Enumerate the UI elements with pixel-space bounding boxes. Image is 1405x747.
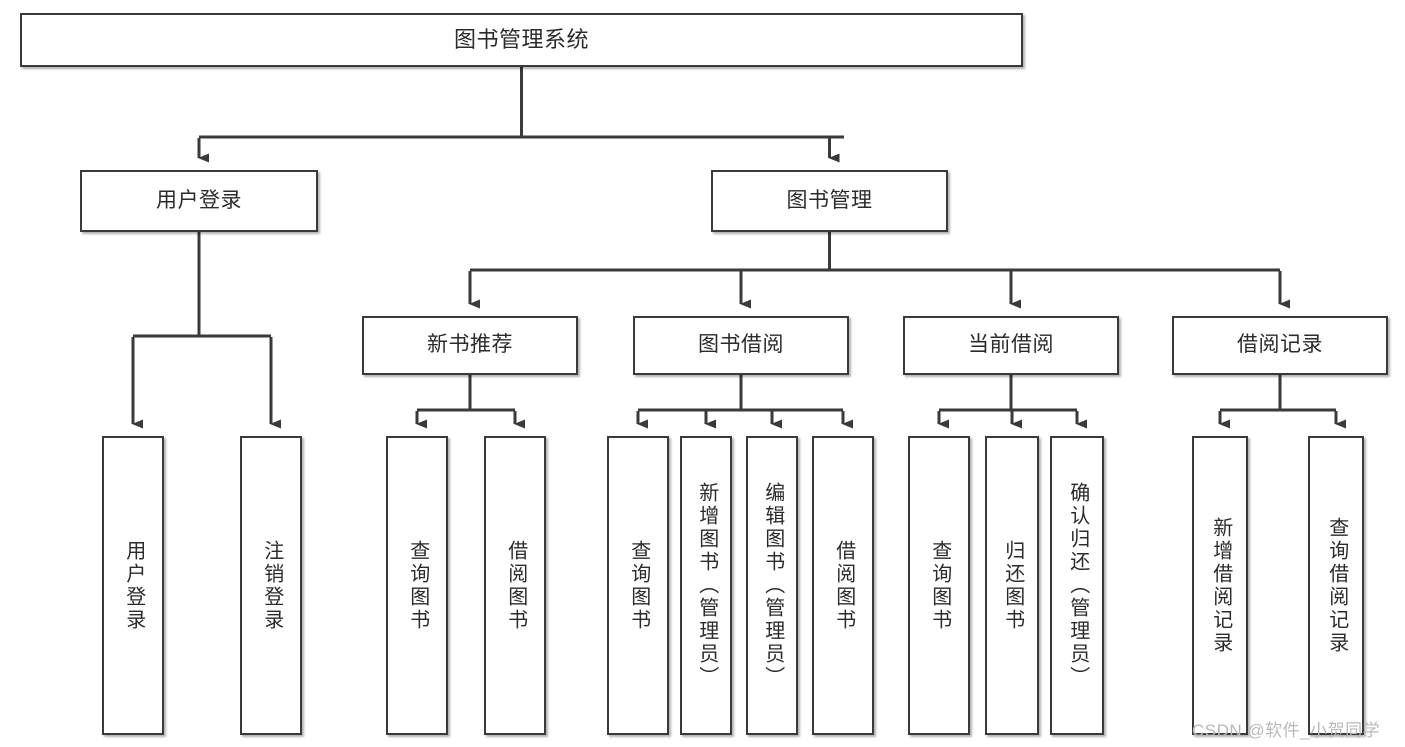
- node-label: 图书管理: [786, 188, 873, 212]
- node-leaf-query-book-borrow[interactable]: 查询图书: [607, 436, 669, 735]
- node-borrow-record[interactable]: 借阅记录: [1172, 316, 1388, 375]
- node-label: 编辑图书（管理员）: [761, 482, 784, 689]
- node-label: 归还图书: [1001, 539, 1024, 632]
- node-label: 图书借阅: [698, 333, 784, 357]
- node-user-login[interactable]: 用户登录: [80, 170, 318, 232]
- edge-currentborrow-to-leaves: [937, 375, 1087, 429]
- node-label: 确认归还（管理员）: [1066, 482, 1089, 689]
- node-leaf-query-book-current[interactable]: 查询图书: [908, 436, 970, 735]
- node-label: 借阅图书: [832, 539, 855, 632]
- node-leaf-user-login[interactable]: 用户登录: [102, 436, 164, 735]
- node-leaf-query-book-recommend[interactable]: 查询图书: [386, 436, 448, 735]
- edge-userlogin-to-leaves: [131, 232, 281, 429]
- node-label: 用户登录: [156, 188, 242, 212]
- node-label: 查询图书: [406, 539, 429, 632]
- node-label: 查询借阅记录: [1325, 516, 1348, 655]
- node-leaf-add-borrow-record[interactable]: 新增借阅记录: [1192, 436, 1248, 735]
- node-leaf-edit-book-admin[interactable]: 编辑图书（管理员）: [746, 436, 798, 735]
- node-new-book-recommend[interactable]: 新书推荐: [362, 316, 578, 375]
- node-leaf-borrow-book[interactable]: 借阅图书: [812, 436, 874, 735]
- node-label: 查询图书: [928, 539, 951, 632]
- edge-bookmanagement-to-level3: [468, 232, 1290, 309]
- node-label: 新书推荐: [427, 333, 513, 357]
- node-leaf-query-borrow-record[interactable]: 查询借阅记录: [1308, 436, 1364, 735]
- node-current-borrow[interactable]: 当前借阅: [903, 316, 1119, 375]
- node-label: 新增图书（管理员）: [695, 482, 718, 689]
- node-label: 注销登录: [260, 539, 283, 632]
- node-label: 用户登录: [122, 539, 145, 632]
- node-label: 图书管理系统: [453, 27, 589, 53]
- csdn-watermark: CSDN @软件_小贺同学: [1192, 721, 1381, 740]
- node-leaf-logout-login[interactable]: 注销登录: [240, 436, 302, 735]
- node-label: 借阅图书: [504, 539, 527, 632]
- node-book-management[interactable]: 图书管理: [711, 170, 948, 232]
- edge-newbook-to-leaves: [415, 375, 525, 429]
- node-label: 借阅记录: [1237, 333, 1323, 357]
- edge-borrowrecord-to-leaves: [1218, 375, 1346, 429]
- node-book-borrow[interactable]: 图书借阅: [633, 316, 849, 375]
- node-leaf-return-book[interactable]: 归还图书: [985, 436, 1039, 735]
- node-label: 查询图书: [627, 539, 650, 632]
- edge-root-to-level2: [197, 67, 844, 163]
- node-leaf-confirm-return-admin[interactable]: 确认归还（管理员）: [1050, 436, 1104, 735]
- node-leaf-add-book-admin[interactable]: 新增图书（管理员）: [680, 436, 732, 735]
- node-root-book-management-system[interactable]: 图书管理系统: [20, 13, 1023, 67]
- node-leaf-borrow-book-recommend[interactable]: 借阅图书: [484, 436, 546, 735]
- node-label: 新增借阅记录: [1209, 516, 1232, 655]
- edge-bookborrow-to-leaves: [636, 375, 853, 429]
- node-label: 当前借阅: [968, 333, 1054, 357]
